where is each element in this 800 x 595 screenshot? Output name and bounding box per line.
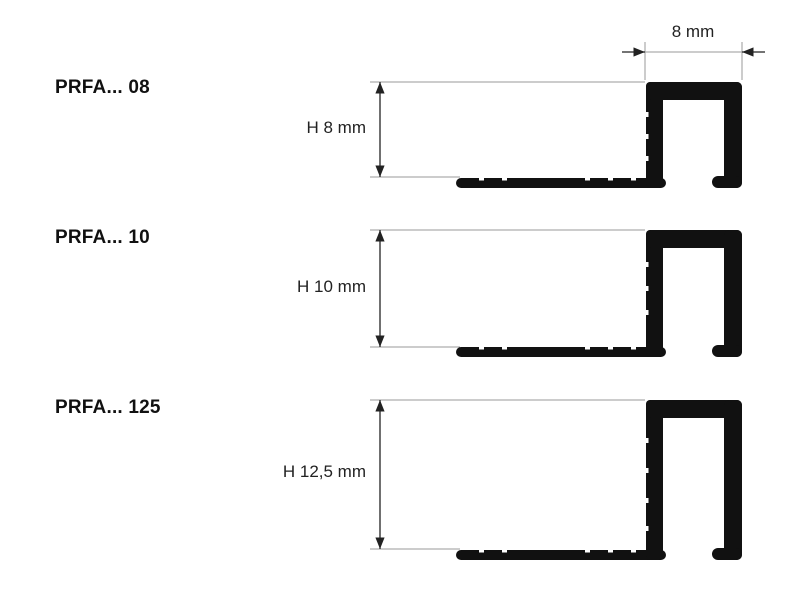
profile-height-label-10: H 10 mm: [297, 277, 366, 296]
profile-model-label-10: PRFA... 10: [55, 227, 150, 248]
profile-125: [370, 399, 742, 560]
profile-shape: [456, 400, 742, 560]
profile-shape: [456, 230, 742, 357]
width-dimension: [622, 42, 765, 80]
profile-serrations: [479, 438, 649, 553]
profile-serrations: [479, 262, 649, 350]
profile-08: [370, 81, 742, 188]
profile-model-label-125: PRFA... 125: [55, 397, 161, 418]
profile-serrations: [479, 112, 649, 181]
profile-10: [370, 229, 742, 357]
width-dimension-label: 8 mm: [671, 22, 715, 41]
profile-model-label-08: PRFA... 08: [55, 77, 150, 98]
profile-shape: [456, 82, 742, 188]
profile-height-label-125: H 12,5 mm: [282, 462, 366, 481]
profile-height-label-08: H 8 mm: [306, 118, 367, 137]
